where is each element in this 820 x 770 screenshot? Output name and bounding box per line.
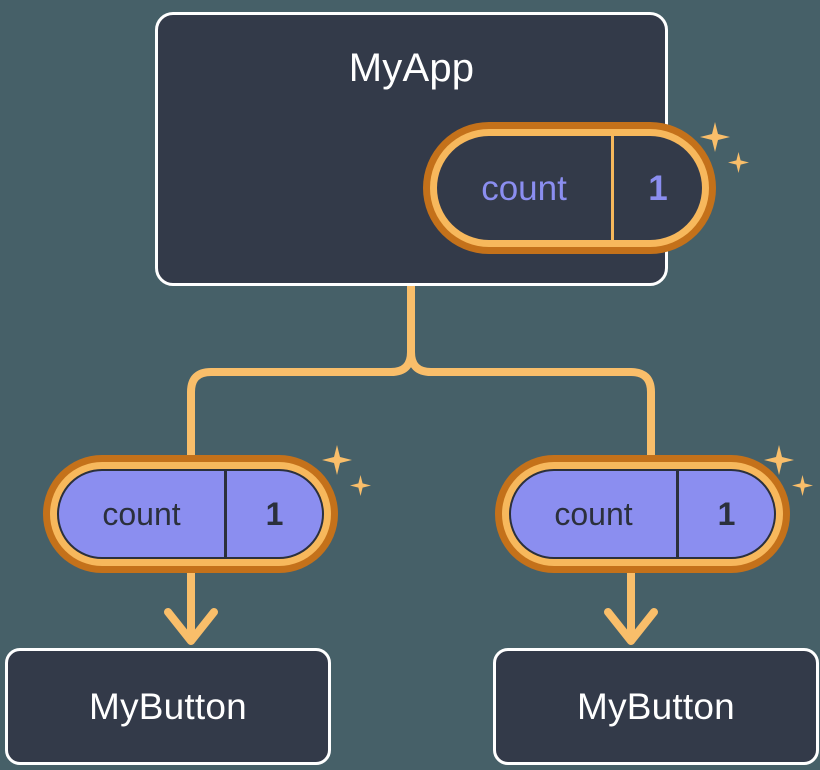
signal-pill-inner-ring: count 1 <box>50 462 331 566</box>
signal-pill-myapp[interactable]: count 1 <box>423 122 716 254</box>
signal-name-right-child: count <box>554 496 633 532</box>
signal-pill-body: count 1 <box>437 136 702 240</box>
signal-value-myapp: 1 <box>611 136 702 240</box>
signal-pill-inner-ring: count 1 <box>430 129 709 247</box>
sparkle-large-icon <box>700 122 730 152</box>
component-card-mybutton-left[interactable]: MyButton <box>5 648 331 765</box>
component-card-myapp[interactable]: MyApp count 1 <box>155 12 749 286</box>
signal-value-left-child: 1 <box>224 471 322 557</box>
signal-name-left-child: count <box>102 496 181 532</box>
component-title-mybutton-right: MyButton <box>577 686 735 727</box>
component-title-mybutton-left: MyButton <box>89 686 247 727</box>
signal-name-myapp: count <box>481 168 567 208</box>
signal-pill-body: count 1 <box>509 469 776 559</box>
connector-root-to-left-child <box>187 282 415 459</box>
signal-value-right-child: 1 <box>676 471 774 557</box>
signal-pill-body: count 1 <box>57 469 324 559</box>
component-card-mybutton-right[interactable]: MyButton <box>493 648 819 765</box>
sparkle-small-icon <box>728 152 749 173</box>
sparkle-small-icon <box>792 475 813 496</box>
arrow-head-right <box>604 608 658 645</box>
component-title-myapp: MyApp <box>348 46 475 90</box>
signal-pill-right-child[interactable]: count 1 <box>495 455 790 573</box>
arrow-head-left <box>164 608 218 645</box>
signal-pill-inner-ring: count 1 <box>502 462 783 566</box>
sparkle-small-icon <box>350 475 371 496</box>
connector-root-to-right-child <box>407 282 655 459</box>
signal-pill-left-child[interactable]: count 1 <box>43 455 338 573</box>
sparkle-large-icon <box>322 445 352 475</box>
